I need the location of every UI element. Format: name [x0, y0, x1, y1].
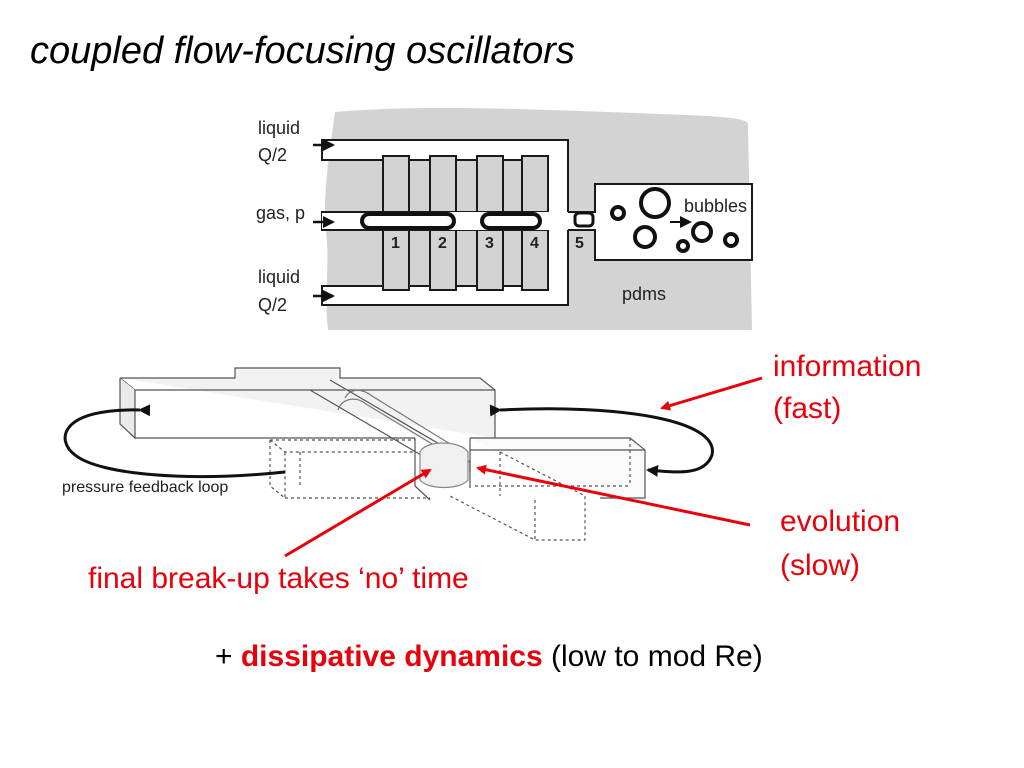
- feedback-loop-left: [63, 404, 286, 478]
- feedback-loop-label: pressure feedback loop: [62, 479, 228, 496]
- gas-plug-5: [573, 211, 595, 228]
- breakup-arrow: [284, 468, 432, 558]
- liquid-top-flow: Q/2: [258, 145, 287, 165]
- information-arrow: [660, 376, 763, 411]
- gas-label: gas, p: [256, 203, 305, 223]
- oscillator-number-2: 2: [438, 235, 447, 252]
- information-label: information: [773, 350, 921, 383]
- oscillator-number-5: 5: [575, 235, 584, 252]
- device-schematic: liquid Q/2 gas, p liquid Q/2 1 2 3 4 5 b…: [256, 108, 753, 330]
- feedback-loop-right: [489, 404, 714, 477]
- evolution-label: evolution: [780, 505, 900, 538]
- footer-line: + dissipative dynamics (low to mod Re): [215, 640, 763, 674]
- junction-3d-sketch: [119, 367, 646, 541]
- liquid-bottom-flow: Q/2: [258, 295, 287, 315]
- oscillator-number-1: 1: [391, 235, 400, 252]
- footer-emphasis: dissipative dynamics: [240, 640, 543, 673]
- slide-title: coupled flow-focusing oscillators: [30, 30, 575, 72]
- gas-thread-1: [360, 212, 456, 230]
- channel-posts: [382, 155, 549, 291]
- bubbles-label: bubbles: [684, 196, 747, 216]
- liquid-top-label: liquid: [258, 118, 300, 138]
- information-speed: (fast): [773, 392, 841, 425]
- footer-prefix: +: [215, 640, 241, 673]
- oscillator-number-4: 4: [530, 235, 539, 252]
- breakup-label: final break-up takes ‘no’ time: [88, 562, 469, 595]
- liquid-bottom-label: liquid: [258, 267, 300, 287]
- evolution-speed: (slow): [780, 549, 860, 582]
- oscillator-number-3: 3: [485, 235, 494, 252]
- evolution-arrow: [476, 464, 751, 527]
- pdms-label: pdms: [622, 284, 666, 304]
- bubbles: [610, 187, 739, 253]
- footer-suffix: (low to mod Re): [542, 640, 763, 673]
- gas-thread-2: [480, 212, 542, 230]
